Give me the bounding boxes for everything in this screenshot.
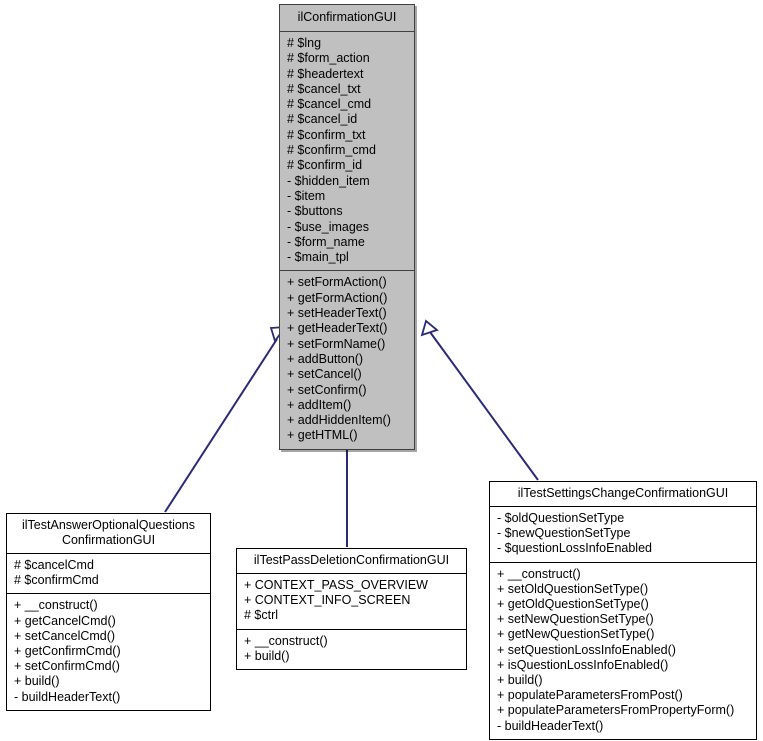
attribute-item: - $item [287,188,326,203]
operation-item: + getNewQuestionSetType() [497,627,655,642]
operation-item: + getFormAction() [287,290,388,305]
operation-item: + addButton() [287,351,364,366]
operation-item: + setOldQuestionSetType() [497,581,649,596]
attributes-compartment-iltestsettingschangeconfirmationgui: - $oldQuestionSetType - $newQuestionSetT… [490,507,756,563]
operations-compartment-iltestansweroptionalquestionsconfirmationgui: + __construct() + getCancelCmd() + setCa… [7,594,210,709]
operation-item: + build() [244,648,290,663]
attribute-item: - $form_name [287,234,365,249]
class-name-iltestsettingschangeconfirmationgui: ilTestSettingsChangeConfirmationGUI [490,482,756,507]
attribute-item: # $cancelCmd [14,558,94,572]
attribute-item: # $form_action [287,51,370,66]
operations-compartment-iltestsettingschangeconfirmationgui: + __construct() + setOldQuestionSetType(… [490,563,756,739]
attributes-compartment-ilconfirmationgui: # $lng # $form_action # $headertext # $c… [280,32,414,272]
attributes-compartment-iltestansweroptionalquestionsconfirmationgui: # $cancelCmd # $confirmCmd [7,554,210,595]
operation-item: + setNewQuestionSetType() [497,612,654,627]
attribute-item: # $ctrl [244,608,279,623]
operation-item: + setHeaderText() [287,306,387,321]
operation-item: + isQuestionLossInfoEnabled() [497,657,669,672]
operation-item: + __construct() [14,598,98,613]
attribute-item: - $questionLossInfoEnabled [497,541,652,556]
attribute-item: - $main_tpl [287,250,349,265]
class-box-iltestpassdeletionconfirmationgui[interactable]: ilTestPassDeletionConfirmationGUI + CONT… [236,548,467,671]
operation-item: + setCancel() [287,367,362,382]
operation-item: + populateParametersFromPropertyForm() [497,703,735,718]
operation-item: - buildHeaderText() [14,689,121,704]
attribute-item: # $cancel_id [287,112,358,127]
operation-item: + setConfirmCmd() [14,659,120,674]
operation-item: + getConfirmCmd() [14,644,121,659]
attributes-compartment-iltestpassdeletionconfirmationgui: + CONTEXT_PASS_OVERVIEW + CONTEXT_INFO_S… [237,574,466,630]
class-box-ilconfirmationgui[interactable]: ilConfirmationGUI # $lng # $form_action … [279,4,415,450]
operation-item: + setFormName() [287,336,386,351]
operation-item: + __construct() [244,633,328,648]
attribute-item: # $confirmCmd [14,573,99,588]
attribute-item: + CONTEXT_PASS_OVERVIEW [244,578,428,592]
operation-item: + build() [497,673,543,688]
operation-item: + addItem() [287,397,352,412]
attribute-item: - $buttons [287,204,343,219]
operation-item: + setCancelCmd() [14,628,116,643]
operation-item: + setQuestionLossInfoEnabled() [497,642,676,657]
operations-compartment-iltestpassdeletionconfirmationgui: + __construct() + build() [237,630,466,669]
operation-item: + getCancelCmd() [14,613,116,628]
attribute-item: # $confirm_txt [287,127,366,142]
class-name-ilconfirmationgui: ilConfirmationGUI [280,5,414,32]
operation-item: + populateParametersFromPost() [497,688,683,703]
operation-item: + setFormAction() [287,275,387,290]
class-name-iltestansweroptionalquestionsconfirmationgui: ilTestAnswerOptionalQuestions Confirmati… [7,514,210,554]
attribute-item: - $use_images [287,219,369,234]
attribute-item: # $headertext [287,66,364,81]
inheritance-edge-right [420,319,539,481]
attribute-item: + CONTEXT_INFO_SCREEN [244,593,411,608]
attribute-item: # $lng [287,36,322,50]
class-box-iltestsettingschangeconfirmationgui[interactable]: ilTestSettingsChangeConfirmationGUI - $o… [489,481,757,740]
operation-item: + build() [14,674,60,689]
operation-item: + getOldQuestionSetType() [497,597,649,612]
attribute-item: - $newQuestionSetType [497,526,631,541]
attribute-item: - $oldQuestionSetType [497,511,625,525]
attribute-item: # $confirm_id [287,158,363,173]
operation-item: + setConfirm() [287,382,367,397]
attribute-item: # $confirm_cmd [287,143,376,158]
inheritance-edge-middle [338,430,356,547]
class-name-iltestpassdeletionconfirmationgui: ilTestPassDeletionConfirmationGUI [237,549,466,574]
class-box-iltestansweroptionalquestionsconfirmationgui[interactable]: ilTestAnswerOptionalQuestions Confirmati… [6,513,211,711]
attribute-item: # $cancel_cmd [287,97,372,112]
attribute-item: - $hidden_item [287,173,370,188]
operation-item: + getHTML() [287,428,358,443]
attribute-item: # $cancel_txt [287,81,361,96]
operations-compartment-ilconfirmationgui: + setFormAction() + getFormAction() + se… [280,271,414,448]
operation-item: + addHiddenItem() [287,413,391,428]
inheritance-edge-left [164,325,287,513]
operation-item: + __construct() [497,566,581,581]
operation-item: + getHeaderText() [287,321,388,336]
operation-item: - buildHeaderText() [497,718,604,733]
